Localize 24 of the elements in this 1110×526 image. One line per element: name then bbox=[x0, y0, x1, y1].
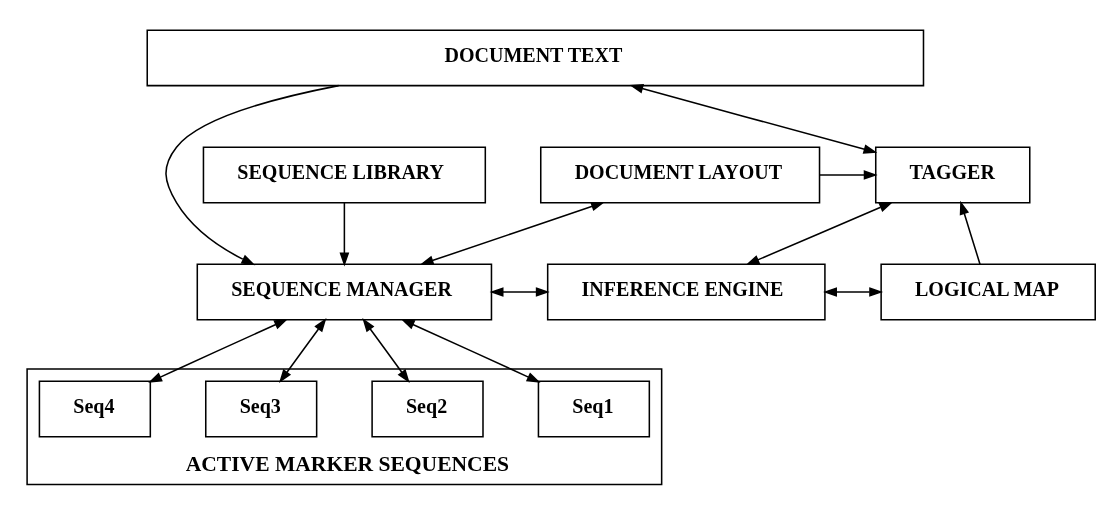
node-box: Seq1 bbox=[537, 380, 651, 438]
arrow bbox=[629, 83, 878, 154]
node-box: Seq4 bbox=[38, 380, 152, 438]
node-box: Seq3 bbox=[205, 380, 318, 438]
node-box: DOCUMENT TEXT bbox=[146, 28, 925, 86]
arrow bbox=[400, 318, 541, 383]
arrow bbox=[818, 169, 878, 180]
arrow bbox=[745, 201, 894, 265]
node-box: LOGICAL MAP bbox=[880, 263, 1096, 320]
arrow bbox=[165, 84, 340, 265]
node-box: SEQUENCE MANAGER bbox=[196, 263, 493, 320]
arrow bbox=[959, 200, 981, 265]
node-box: Seq2 bbox=[371, 380, 484, 438]
arrow bbox=[419, 201, 605, 265]
node-box: SEQUENCE LIBRARY bbox=[202, 145, 487, 203]
arrow bbox=[362, 317, 410, 383]
arrow bbox=[148, 318, 288, 383]
arrow bbox=[823, 286, 884, 297]
arrow bbox=[279, 317, 327, 383]
node-box: TAGGER bbox=[875, 145, 1031, 203]
node-box: INFERENCE ENGINE bbox=[546, 263, 826, 320]
arrow bbox=[489, 286, 550, 297]
node-box: DOCUMENT LAYOUT bbox=[540, 145, 821, 203]
arrow bbox=[339, 201, 350, 266]
